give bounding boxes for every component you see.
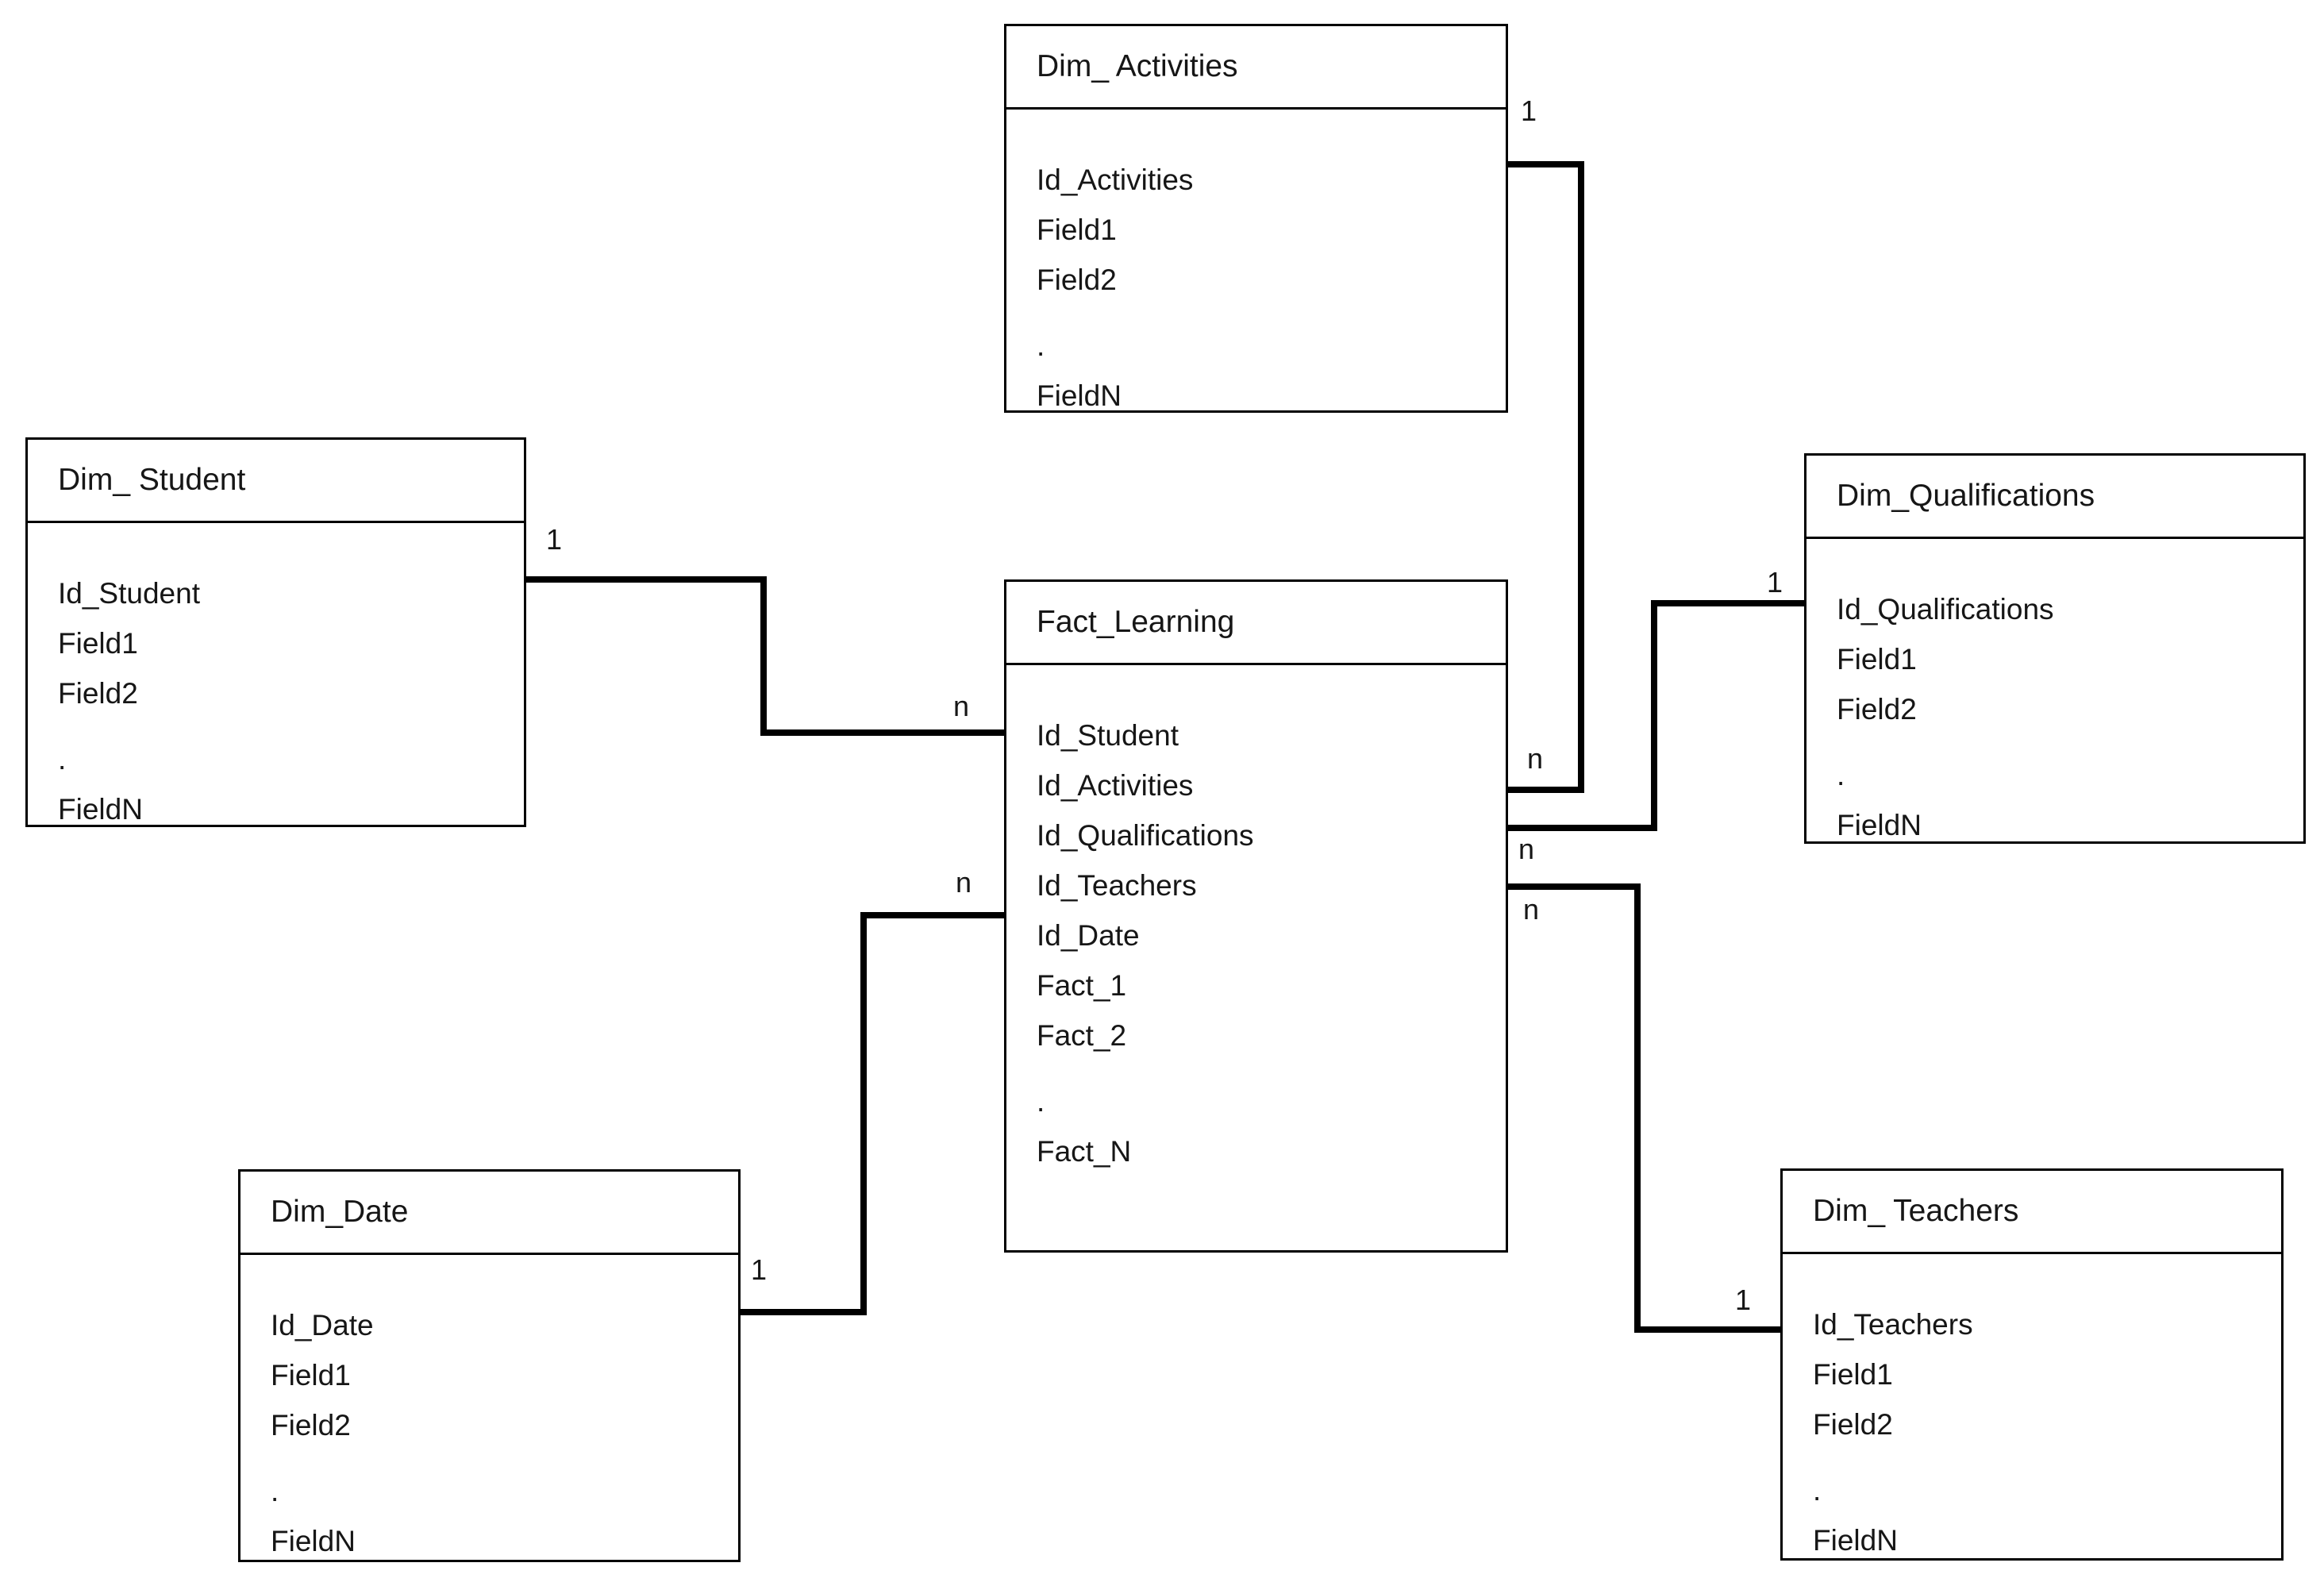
field-row: Id_Teachers — [1813, 1308, 1973, 1341]
field-row: Id_Date — [271, 1309, 374, 1341]
field-row: Id_Activities — [1037, 164, 1194, 196]
field-row-ellipsis: . — [271, 1475, 279, 1507]
entity-fact-learning-title: Fact_Learning — [1006, 582, 1506, 665]
field-row: Field1 — [1813, 1358, 1893, 1391]
field-row-ellipsis: . — [58, 743, 67, 776]
entity-dim-qualifications-title: Dim_Qualifications — [1806, 456, 2303, 539]
entity-dim-activities: Dim_ Activities Id_Activities Field1 Fie… — [1004, 24, 1508, 413]
connector-activities-fact-segment — [1508, 161, 1584, 167]
cardinality-qualifications-one: 1 — [1767, 566, 1783, 599]
field-row-ellipsis: . — [1037, 1085, 1045, 1118]
connector-teachers-fact-segment — [1634, 1326, 1780, 1333]
field-row-ellipsis: . — [1037, 329, 1045, 362]
connector-teachers-fact-segment — [1634, 883, 1641, 1333]
field-row: Field1 — [1837, 643, 1917, 676]
field-row: Id_Student — [58, 577, 200, 610]
entity-dim-activities-fields: Id_Activities Field1 Field2 . FieldN — [1006, 110, 1506, 421]
field-row: Field2 — [1837, 693, 1917, 726]
connector-qualifications-fact-segment — [1651, 600, 1804, 606]
cardinality-activities-one: 1 — [1521, 94, 1537, 127]
field-row: Id_Teachers — [1037, 869, 1197, 902]
connector-student-fact-segment — [760, 576, 767, 736]
entity-dim-date-title: Dim_Date — [240, 1172, 738, 1255]
entity-fact-learning: Fact_Learning Id_Student Id_Activities I… — [1004, 579, 1508, 1253]
connector-date-fact-segment — [741, 1309, 867, 1315]
entity-dim-qualifications: Dim_Qualifications Id_Qualifications Fie… — [1804, 453, 2306, 844]
connector-activities-fact-segment — [1508, 787, 1584, 793]
field-row: Id_Activities — [1037, 769, 1194, 802]
connector-student-fact-segment — [760, 729, 1006, 736]
entity-dim-date-fields: Id_Date Field1 Field2 . FieldN — [240, 1255, 738, 1566]
entity-fact-learning-fields: Id_Student Id_Activities Id_Qualificatio… — [1006, 665, 1506, 1176]
cardinality-qualifications-many: n — [1518, 833, 1535, 865]
field-row: Fact_N — [1037, 1135, 1132, 1168]
field-row: Id_Qualifications — [1837, 593, 2054, 625]
connector-date-fact-segment — [860, 912, 867, 1315]
field-row-ellipsis: . — [1813, 1474, 1822, 1507]
connector-student-fact-segment — [526, 576, 767, 583]
cardinality-teachers-many: n — [1523, 893, 1540, 926]
field-row: Field1 — [58, 627, 138, 660]
field-row: FieldN — [1813, 1524, 1898, 1557]
connector-date-fact-segment — [860, 912, 1006, 918]
entity-dim-student-fields: Id_Student Field1 Field2 . FieldN — [28, 523, 524, 834]
cardinality-student-one: 1 — [546, 523, 563, 556]
entity-dim-qualifications-fields: Id_Qualifications Field1 Field2 . FieldN — [1806, 539, 2303, 850]
field-row: Field2 — [271, 1409, 351, 1442]
field-row: Field2 — [1813, 1408, 1893, 1441]
entity-dim-student: Dim_ Student Id_Student Field1 Field2 . … — [25, 437, 526, 827]
entity-dim-teachers: Dim_ Teachers Id_Teachers Field1 Field2 … — [1780, 1168, 2284, 1561]
field-row: Field1 — [271, 1359, 351, 1391]
field-row: Fact_1 — [1037, 969, 1127, 1002]
field-row: Field2 — [58, 677, 138, 710]
connector-qualifications-fact-segment — [1508, 825, 1657, 831]
field-row: Id_Qualifications — [1037, 819, 1254, 852]
entity-dim-teachers-title: Dim_ Teachers — [1783, 1171, 2281, 1254]
entity-dim-activities-title: Dim_ Activities — [1006, 26, 1506, 110]
field-row-ellipsis: . — [1837, 759, 1845, 791]
field-row: Id_Student — [1037, 719, 1179, 752]
connector-activities-fact-segment — [1578, 161, 1584, 793]
cardinality-teachers-one: 1 — [1735, 1284, 1752, 1316]
field-row: Id_Date — [1037, 919, 1140, 952]
field-row: Fact_2 — [1037, 1019, 1127, 1052]
cardinality-student-many: n — [953, 690, 970, 722]
entity-dim-date: Dim_Date Id_Date Field1 Field2 . FieldN — [238, 1169, 741, 1562]
cardinality-date-many: n — [956, 866, 972, 899]
field-row: FieldN — [58, 793, 143, 826]
entity-dim-student-title: Dim_ Student — [28, 440, 524, 523]
cardinality-date-one: 1 — [751, 1253, 768, 1286]
connector-qualifications-fact-segment — [1651, 600, 1657, 831]
field-row: FieldN — [1837, 809, 1922, 841]
entity-dim-teachers-fields: Id_Teachers Field1 Field2 . FieldN — [1783, 1254, 2281, 1565]
field-row: FieldN — [1037, 379, 1122, 412]
connector-teachers-fact-segment — [1508, 883, 1641, 890]
field-row: Field1 — [1037, 214, 1117, 246]
field-row: FieldN — [271, 1525, 356, 1557]
field-row: Field2 — [1037, 264, 1117, 296]
cardinality-activities-many: n — [1527, 742, 1544, 775]
